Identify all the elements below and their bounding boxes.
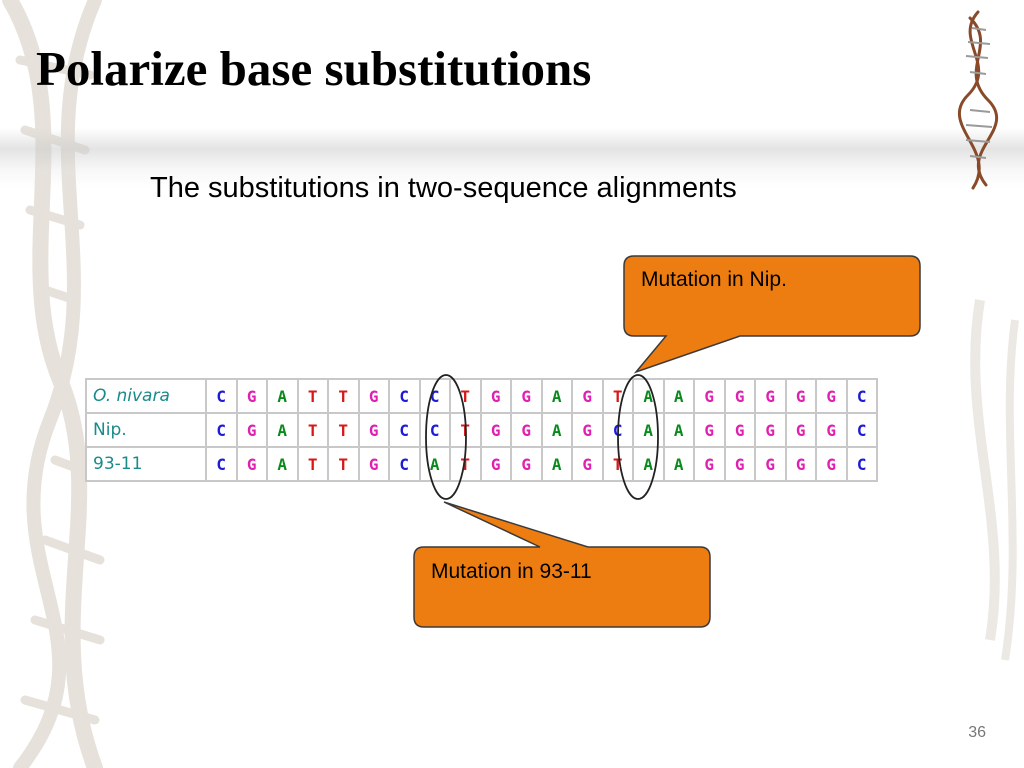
base-cell: G [235,412,268,448]
base-cell: G [754,412,787,448]
base-cell: A [540,446,573,482]
base-cell: C [601,412,634,448]
base-cell: C [388,412,421,448]
base-cell: A [632,446,665,482]
base-cell: G [510,446,543,482]
base-cell: G [571,446,604,482]
base-cell: A [540,412,573,448]
base-cell: T [296,378,329,414]
base-cell: C [388,446,421,482]
base-cell: C [845,446,878,482]
base-cell: G [815,446,848,482]
base-cell: T [296,446,329,482]
base-cell: G [235,378,268,414]
base-cell: G [235,446,268,482]
base-cell: G [510,412,543,448]
callout-9311-text: Mutation in 93-11 [431,560,592,583]
base-cell: A [662,412,695,448]
dna-helix-icon [957,10,999,190]
base-cell: A [632,378,665,414]
base-cell: C [205,412,238,448]
base-cell: A [662,446,695,482]
header-divider-band [0,128,1024,188]
base-cell: T [449,412,482,448]
base-cell: T [327,412,360,448]
sequence-name: Nip. [85,412,207,448]
base-cell: C [205,446,238,482]
base-cell: G [784,412,817,448]
base-cell: G [479,378,512,414]
base-cell: C [418,378,451,414]
base-cell: G [723,378,756,414]
base-cell: C [845,412,878,448]
callout-nip-text: Mutation in Nip. [641,268,787,291]
base-cell: G [571,412,604,448]
base-cell: G [784,446,817,482]
base-cell: A [540,378,573,414]
base-cell: C [418,412,451,448]
base-cell: A [418,446,451,482]
base-cell: T [327,378,360,414]
base-cell: T [449,446,482,482]
base-cell: G [723,446,756,482]
sequence-name: 93-11 [85,446,207,482]
base-cell: G [723,412,756,448]
base-cell: C [845,378,878,414]
base-cell: G [693,412,726,448]
base-cell: T [449,378,482,414]
base-cell: G [693,446,726,482]
base-cell: G [479,412,512,448]
sequence-name: O. nivara [85,378,207,414]
slide-subtitle: The substitutions in two-sequence alignm… [150,172,737,204]
base-cell: T [601,378,634,414]
base-cell: C [205,378,238,414]
base-cell: G [815,412,848,448]
page-number: 36 [968,724,986,741]
base-cell: T [327,446,360,482]
base-cell: A [266,412,299,448]
base-cell: A [266,446,299,482]
base-cell: A [662,378,695,414]
base-cell: A [266,378,299,414]
base-cell: G [693,378,726,414]
base-cell: G [754,446,787,482]
base-cell: C [388,378,421,414]
base-cell: A [632,412,665,448]
base-cell: T [296,412,329,448]
base-cell: G [510,378,543,414]
slide-title: Polarize base substitutions [36,41,592,96]
base-cell: G [479,446,512,482]
base-cell: G [784,378,817,414]
base-cell: G [357,378,390,414]
base-cell: G [357,446,390,482]
base-cell: T [601,446,634,482]
base-cell: G [815,378,848,414]
base-cell: G [357,412,390,448]
base-cell: G [571,378,604,414]
base-cell: G [754,378,787,414]
